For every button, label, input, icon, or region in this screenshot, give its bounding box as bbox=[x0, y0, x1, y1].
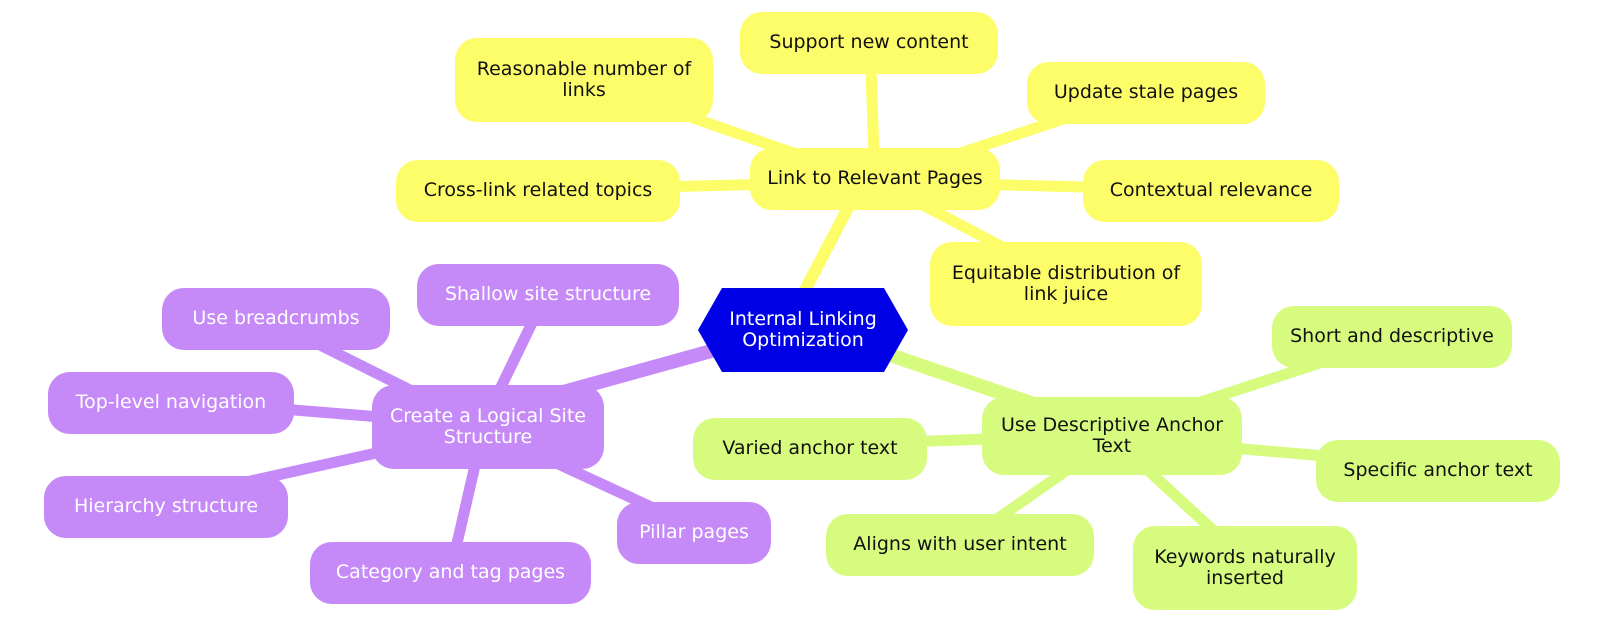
hexagon-shape bbox=[698, 288, 908, 372]
leaf-specific-anchor-text: Specific anchor text bbox=[1316, 440, 1560, 502]
leaf-use-breadcrumbs: Use breadcrumbs bbox=[162, 288, 390, 350]
leaf-varied-anchor-text: Varied anchor text bbox=[693, 418, 927, 480]
leaf-category-and-tag-pages: Category and tag pages bbox=[310, 542, 591, 604]
leaf-top-level-navigation: Top-level navigation bbox=[48, 372, 294, 434]
leaf-aligns-with-user-intent: Aligns with user intent bbox=[826, 514, 1094, 576]
leaf-shallow-site-structure: Shallow site structure bbox=[417, 264, 679, 326]
leaf-cross-link-related-topics: Cross-link related topics bbox=[396, 160, 680, 222]
leaf-pillar-pages: Pillar pages bbox=[617, 502, 771, 564]
leaf-keywords-naturally-inserted: Keywords naturally inserted bbox=[1133, 526, 1357, 610]
branch-create-logical-site-structure: Create a Logical Site Structure bbox=[372, 385, 604, 469]
leaf-update-stale-pages: Update stale pages bbox=[1027, 62, 1265, 124]
branch-link-relevant-pages: Link to Relevant Pages bbox=[750, 148, 1000, 210]
leaf-reasonable-number-of-links: Reasonable number of links bbox=[455, 38, 713, 122]
leaf-short-and-descriptive: Short and descriptive bbox=[1272, 306, 1512, 368]
central-topic-label: Internal Linking Optimization bbox=[729, 307, 877, 351]
branch-use-descriptive-anchor-text: Use Descriptive Anchor Text bbox=[982, 397, 1242, 475]
leaf-contextual-relevance: Contextual relevance bbox=[1083, 160, 1339, 222]
leaf-support-new-content: Support new content bbox=[740, 12, 998, 74]
leaf-equitable-distribution-of-link-juice: Equitable distribution of link juice bbox=[930, 242, 1202, 326]
leaf-hierarchy-structure: Hierarchy structure bbox=[44, 476, 288, 538]
central-topic-node: Internal Linking Optimization bbox=[698, 288, 908, 372]
